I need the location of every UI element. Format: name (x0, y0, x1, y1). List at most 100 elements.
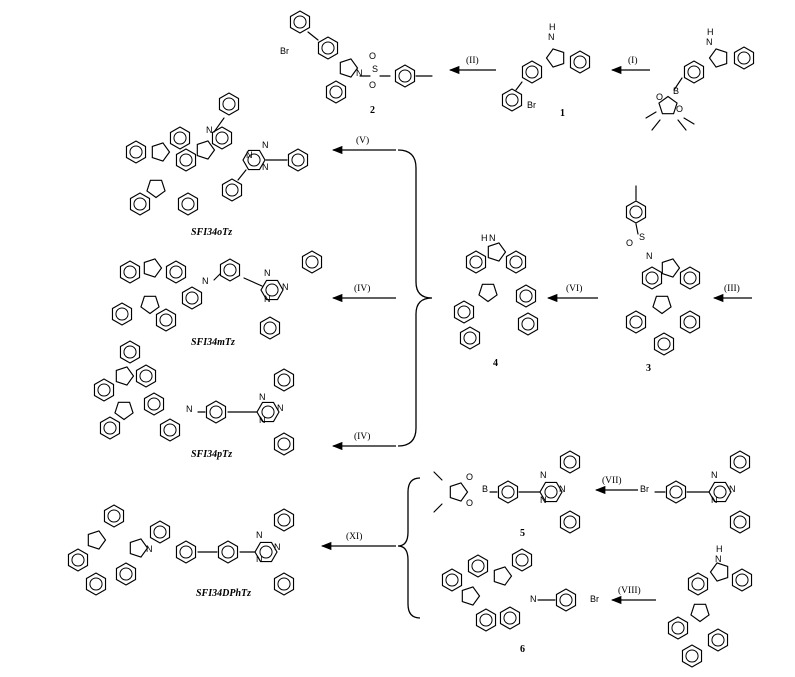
atom-o: O (369, 51, 376, 61)
benzene-ring (683, 60, 705, 84)
step-label-3: (III) (724, 283, 740, 294)
aromatic-circle (457, 305, 471, 319)
atom-n: N (259, 392, 266, 402)
molecule-structures (67, 10, 755, 668)
benzene-ring (149, 520, 171, 544)
benzene-ring (211, 126, 233, 150)
atom-n: N (711, 470, 718, 480)
aromatic-circle (169, 265, 183, 279)
reaction-arrows (320, 65, 752, 619)
atom-o: O (369, 80, 376, 90)
aromatic-circle (159, 313, 173, 327)
benzene-ring (681, 644, 703, 668)
atom-n: N (256, 530, 263, 540)
atom-n: N (489, 233, 496, 243)
aromatic-circle (277, 577, 291, 591)
atom-n: N (277, 403, 284, 413)
bond (237, 169, 247, 181)
aromatic-circle (181, 197, 195, 211)
bond (433, 503, 443, 513)
aromatic-circle (463, 331, 477, 345)
atom-o: O (466, 498, 473, 508)
five-membered-ring (115, 366, 135, 386)
aromatic-circle (544, 485, 558, 499)
step-label-7: (VII) (602, 475, 622, 486)
aromatic-circle (179, 545, 193, 559)
five-membered-ring (487, 242, 507, 262)
aromatic-circle (629, 205, 643, 219)
compound-labels: 2 1 SFI34oTz SFI34mTz SFI34pTz 4 3 5 6 S… (191, 105, 651, 655)
benzene-ring (155, 308, 177, 332)
benzene-ring (499, 606, 521, 630)
aromatic-circle (559, 593, 573, 607)
five-membered-ring (708, 48, 728, 68)
five-membered-ring (339, 58, 359, 78)
benzene-ring (273, 432, 295, 456)
atom-n: N (282, 282, 289, 292)
bond (307, 31, 319, 41)
aromatic-circle (711, 633, 725, 647)
aromatic-circle (657, 337, 671, 351)
benzene-ring (707, 628, 729, 652)
triazine-ring (242, 149, 266, 171)
bond (515, 81, 523, 91)
brace-right (397, 149, 433, 447)
compound-label-1: 1 (560, 108, 565, 119)
benzene-ring (641, 266, 663, 290)
benzene-ring (559, 450, 581, 474)
five-membered-ring (493, 566, 513, 586)
benzene-ring (177, 192, 199, 216)
benzene-ring (111, 302, 133, 326)
aromatic-circle (185, 291, 199, 305)
benzene-ring (119, 260, 141, 284)
benzene-ring (317, 36, 339, 60)
aromatic-circle (669, 485, 683, 499)
five-membered-ring (661, 258, 681, 278)
aromatic-circle (479, 613, 493, 627)
benzene-ring (453, 300, 475, 324)
aromatic-circle (501, 485, 515, 499)
aromatic-circle (329, 85, 343, 99)
compound-label-sfi34ptz: SFI34pTz (191, 449, 232, 460)
benzene-ring (475, 608, 497, 632)
benzene-ring (289, 10, 311, 34)
aromatic-circle (713, 485, 727, 499)
step-label-10: (XI) (346, 531, 362, 542)
compound-label-5: 5 (520, 528, 525, 539)
aromatic-circle (277, 513, 291, 527)
atom-n: N (256, 554, 263, 564)
atom-o: O (676, 104, 683, 114)
atom-s: S (639, 232, 645, 242)
aromatic-circle (215, 131, 229, 145)
atom-n: N (206, 125, 213, 135)
bond (213, 273, 221, 281)
aromatic-circle (173, 131, 187, 145)
aromatic-circle (733, 455, 747, 469)
atom-br: Br (590, 594, 599, 604)
five-membered-ring (478, 283, 498, 303)
benzene-ring (301, 250, 323, 274)
aromatic-circle (563, 455, 577, 469)
aromatic-circle (525, 65, 539, 79)
atom-h: H (707, 27, 714, 37)
benzene-ring (259, 316, 281, 340)
compound-label-4: 4 (493, 358, 498, 369)
aromatic-circle (398, 69, 412, 83)
aromatic-circle (225, 183, 239, 197)
benzene-ring (625, 200, 647, 224)
benzene-ring (729, 510, 751, 534)
step-label-1: (I) (628, 55, 638, 66)
five-membered-ring (114, 401, 134, 421)
step-label-6: (VI) (566, 283, 582, 294)
aromatic-circle (733, 515, 747, 529)
atom-n: N (548, 32, 555, 42)
benzene-ring (733, 46, 755, 70)
atom-br: Br (640, 484, 649, 494)
atom-n: N (259, 415, 266, 425)
atom-o: O (466, 472, 473, 482)
aromatic-circle (163, 423, 177, 437)
aromatic-circle (265, 283, 279, 297)
compound-label-sfi34mtz: SFI34mTz (191, 337, 235, 348)
benzene-ring (93, 378, 115, 402)
aromatic-circle (123, 345, 137, 359)
